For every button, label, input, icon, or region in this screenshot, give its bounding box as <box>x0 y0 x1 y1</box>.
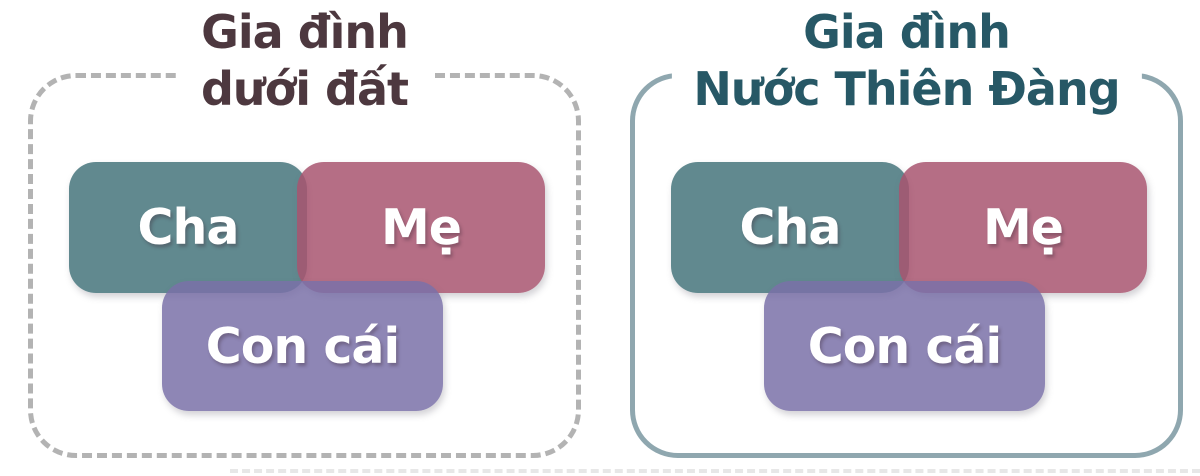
earth-children-box: Con cái <box>162 281 443 411</box>
earth-mother-label: Mẹ <box>381 199 462 256</box>
earth-family-panel: Gia đình dưới đất Cha Mẹ Con cái <box>28 0 581 476</box>
cropped-bottom-dashed-line <box>230 469 1200 473</box>
earth-family-title-line1: Gia đình <box>201 5 409 59</box>
heaven-father-box: Cha <box>671 162 909 293</box>
heaven-family-title: Gia đình Nước Thiên Đàng <box>671 4 1142 118</box>
heaven-family-title-line1: Gia đình <box>803 5 1011 59</box>
heaven-mother-label: Mẹ <box>983 199 1064 256</box>
heaven-children-label: Con cái <box>807 317 1002 375</box>
heaven-children-box: Con cái <box>764 281 1045 411</box>
heaven-mother-box: Mẹ <box>899 162 1147 293</box>
heaven-family-panel: Gia đình Nước Thiên Đàng Cha Mẹ Con cái <box>630 0 1183 476</box>
earth-family-title: Gia đình dưới đất <box>178 4 431 118</box>
heaven-family-title-line2: Nước Thiên Đàng <box>693 62 1120 116</box>
heaven-father-label: Cha <box>739 199 842 256</box>
earth-family-title-line2: dưới đất <box>200 62 409 116</box>
earth-children-label: Con cái <box>205 317 400 375</box>
earth-mother-box: Mẹ <box>297 162 545 293</box>
earth-father-box: Cha <box>69 162 307 293</box>
earth-father-label: Cha <box>137 199 240 256</box>
